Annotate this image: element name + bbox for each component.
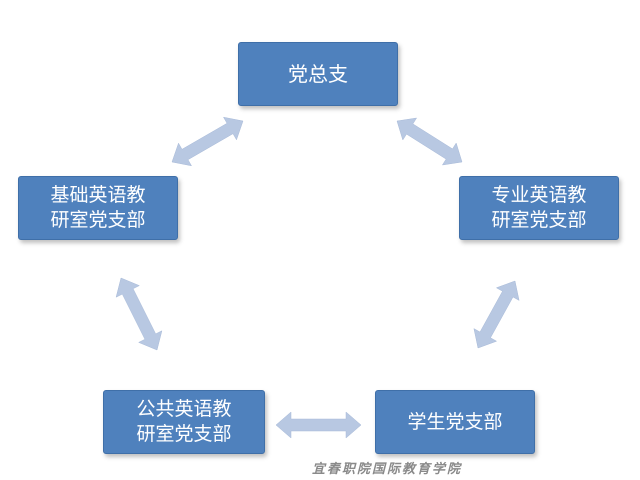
node-label-line2: 研室党支部: [136, 423, 232, 445]
arrow-right-bottom: [473, 280, 520, 349]
node-label-line2: 研室党支部: [50, 209, 146, 231]
arrow-left-bottom: [115, 277, 163, 351]
node-public-english-branch: 公共英语教 研室党支部: [103, 390, 265, 454]
node-professional-english-branch: 专业英语教 研室党支部: [459, 176, 619, 240]
arrow-top-right: [396, 117, 463, 166]
node-label-line1: 公共英语教: [136, 398, 232, 420]
node-label: 学生党支部: [407, 410, 503, 433]
node-label-line1: 专业英语教: [491, 184, 587, 206]
arrow-bottom: [275, 411, 362, 439]
node-student-branch: 学生党支部: [375, 390, 535, 454]
node-label-line1: 基础英语教: [50, 184, 146, 206]
arrow-top-left: [171, 116, 244, 167]
watermark-text: 宜春职院国际教育学院: [312, 462, 463, 477]
node-label-line2: 研室党支部: [491, 209, 587, 231]
node-label: 党总支: [288, 61, 348, 86]
node-basic-english-branch: 基础英语教 研室党支部: [18, 176, 178, 240]
node-party-general-branch: 党总支: [238, 42, 398, 106]
